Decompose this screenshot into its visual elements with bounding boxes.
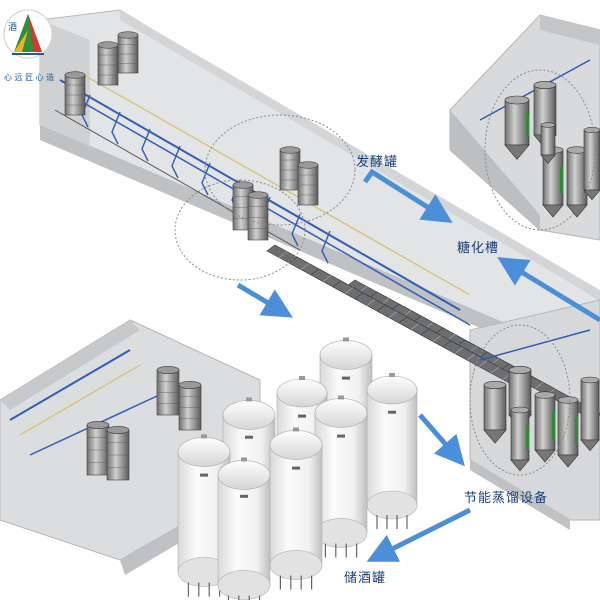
- distillation-column: [483, 381, 507, 444]
- fermentation-tank: [106, 426, 130, 481]
- fermentation-tank: [297, 161, 319, 206]
- distillation-column: [540, 122, 556, 164]
- pipe: [321, 230, 331, 264]
- distillation-column: [510, 406, 530, 472]
- distillation-column: [534, 391, 556, 463]
- pipe: [19, 364, 141, 436]
- distillation-column: [557, 396, 579, 468]
- fermentation-tank: [156, 366, 180, 416]
- company-logo: [3, 9, 53, 59]
- label-storage-tank: 储酒罐: [344, 571, 387, 586]
- pipe: [201, 162, 211, 196]
- pipe: [74, 69, 471, 296]
- fermentation-tank: [178, 381, 202, 431]
- fermentation-tank: [86, 421, 110, 476]
- pipe: [291, 213, 301, 247]
- storage-tank: [269, 427, 323, 590]
- arrow-to-storage: [366, 507, 472, 562]
- storage-tank: [217, 457, 271, 600]
- label-saccharification-tank: 糖化槽: [457, 241, 500, 256]
- arrow-to-troughs: [236, 282, 293, 318]
- label-fermentation-tank: 发酵罐: [356, 155, 399, 170]
- callout-circles: [174, 69, 596, 476]
- arrow-to-distillation: [418, 413, 465, 467]
- fermentation-tank: [64, 71, 86, 116]
- fermentation-tank: [117, 31, 139, 74]
- pipe: [141, 128, 151, 162]
- fermentation-tanks: [64, 31, 319, 481]
- pipe: [69, 94, 471, 326]
- distillation-equipment: [483, 81, 600, 472]
- arrow-to-fermentation: [362, 168, 453, 224]
- fermentation-tank: [279, 146, 301, 191]
- label-distillation-equipment: 节能蒸馏设备: [464, 491, 549, 506]
- distillation-column: [580, 376, 600, 452]
- logo-tagline: 心 远 匠 心 造: [4, 73, 55, 82]
- storage-tank: [314, 395, 368, 558]
- pipe: [111, 111, 121, 145]
- main-hall: [39, 9, 600, 345]
- distillation-column: [583, 127, 600, 201]
- logo-badge-text: 酒: [8, 23, 18, 33]
- storage-tank: [366, 373, 418, 529]
- distillation-column: [504, 95, 530, 160]
- pipe: [9, 349, 131, 421]
- pipe: [479, 329, 591, 361]
- storage-tanks: [177, 337, 418, 600]
- pipe: [171, 145, 181, 179]
- arrow-from-saccharification: [497, 257, 600, 323]
- fermentation-tank: [97, 41, 119, 86]
- flow-arrows: [236, 168, 600, 562]
- distillation-column: [566, 146, 588, 218]
- fermentation-tank: [247, 191, 269, 241]
